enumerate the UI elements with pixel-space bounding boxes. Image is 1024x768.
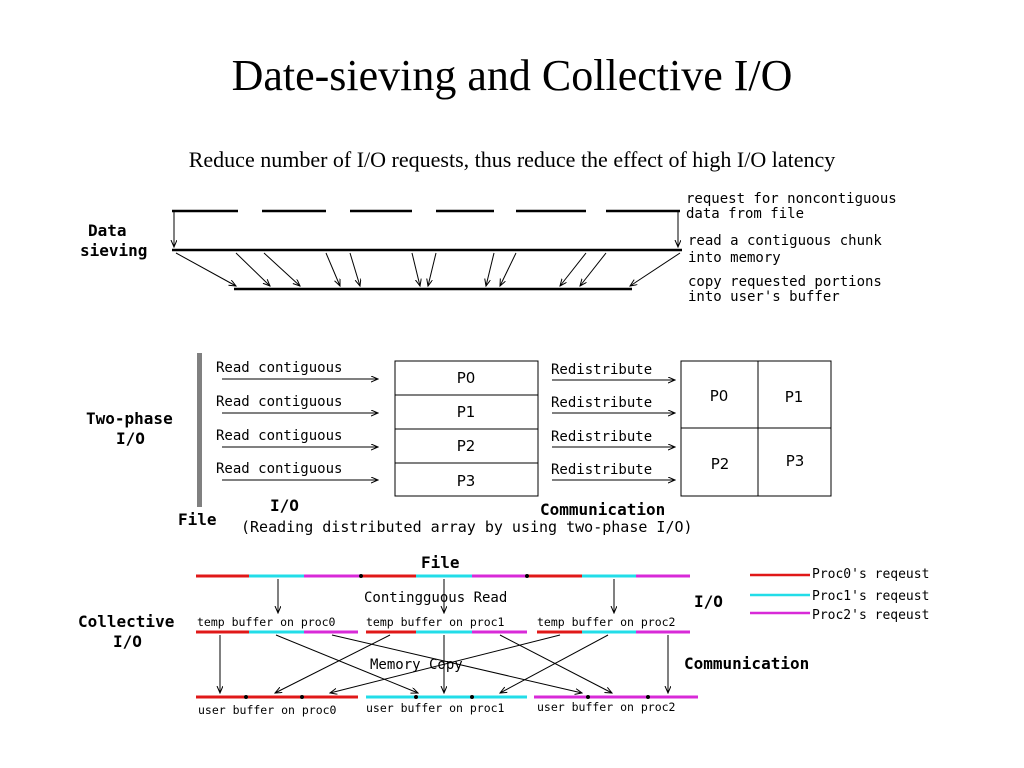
distributed-array-grid: P0 P1 P2 P3 <box>680 360 832 497</box>
memory-copy-arrows <box>220 634 668 693</box>
read-contiguous-label: Read contiguous <box>216 428 342 444</box>
read-arrows <box>222 379 378 480</box>
two-phase-label-line2: I/O <box>116 429 145 448</box>
copy-arrows <box>175 252 681 286</box>
redistribute-label: Redistribute <box>551 362 652 378</box>
contiguous-read-label: Contingguous Read <box>364 590 507 606</box>
redistribute-label: Redistribute <box>551 395 652 411</box>
legend-label-proc0: Proc0's reqeust <box>812 567 929 582</box>
note-request-line2: data from file <box>686 206 804 222</box>
proc-cell-label: P0 <box>457 369 476 387</box>
legend-label-proc1: Proc1's reqeust <box>812 589 929 604</box>
read-contiguous-label: Read contiguous <box>216 360 342 376</box>
temp-buffer-label: temp buffer on proc0 <box>197 615 336 629</box>
note-read-line1: read a contiguous chunk <box>688 233 882 249</box>
grid-cell-label: P0 <box>710 387 729 405</box>
file-bar <box>197 353 202 507</box>
grid-cell-label: P2 <box>711 455 730 473</box>
grid-cell-label: P3 <box>786 452 805 470</box>
proc-cell-label: P1 <box>457 403 476 421</box>
collective-section: Collective I/O File Contingguous Read I/… <box>78 553 929 717</box>
proc-cell-label: P3 <box>457 472 476 490</box>
two-phase-file-label: File <box>178 510 217 529</box>
collective-communication-label: Communication <box>684 654 809 673</box>
collective-io-label: I/O <box>694 592 723 611</box>
slide-subtitle: Reduce number of I/O requests, thus redu… <box>188 147 836 172</box>
redistribute-label: Redistribute <box>551 429 652 445</box>
user-buffer-label: user buffer on proc0 <box>198 703 337 717</box>
user-buffer-label: user buffer on proc2 <box>537 700 675 714</box>
user-buffer-label: user buffer on proc1 <box>366 701 505 715</box>
collective-label-line1: Collective <box>78 612 174 631</box>
note-copy-line2: into user's buffer <box>688 289 840 305</box>
note-copy-line1: copy requested portions <box>688 274 882 290</box>
slide-title: Date-sieving and Collective I/O <box>231 51 793 100</box>
temp-buffer-label: temp buffer on proc1 <box>366 615 505 629</box>
legend: Proc0's reqeust Proc1's reqeust Proc2's … <box>750 567 929 623</box>
note-request-line1: request for noncontiguous <box>686 191 897 207</box>
data-sieving-label-line1: Data <box>88 221 127 240</box>
read-contiguous-label: Read contiguous <box>216 461 342 477</box>
proc-cell-label: P2 <box>457 437 476 455</box>
io-process-column: P0 P1 P2 P3 <box>394 360 539 497</box>
contiguous-read-arrows <box>278 579 614 613</box>
two-phase-communication-label: Communication <box>540 500 665 519</box>
file-strip <box>196 574 690 578</box>
user-buffer-strips <box>196 695 698 699</box>
read-contiguous-label: Read contiguous <box>216 394 342 410</box>
two-phase-io-label: I/O <box>270 496 299 515</box>
two-phase-section: Two-phase I/O File Read contiguous Read … <box>86 353 832 536</box>
redistribute-label: Redistribute <box>551 462 652 478</box>
two-phase-label-line1: Two-phase <box>86 409 173 428</box>
data-sieving-section: Data sieving <box>80 191 897 305</box>
redistribute-arrows <box>552 380 675 480</box>
note-read-line2: into memory <box>688 250 781 266</box>
grid-cell-label: P1 <box>785 388 804 406</box>
legend-label-proc2: Proc2's reqeust <box>812 608 929 623</box>
collective-label-line2: I/O <box>113 632 142 651</box>
two-phase-caption: (Reading distributed array by using two-… <box>241 518 693 536</box>
memory-copy-label: Memory Copy <box>370 657 463 673</box>
temp-buffer-label: temp buffer on proc2 <box>537 615 675 629</box>
collective-file-label: File <box>421 553 460 572</box>
data-sieving-label-line2: sieving <box>80 241 147 260</box>
